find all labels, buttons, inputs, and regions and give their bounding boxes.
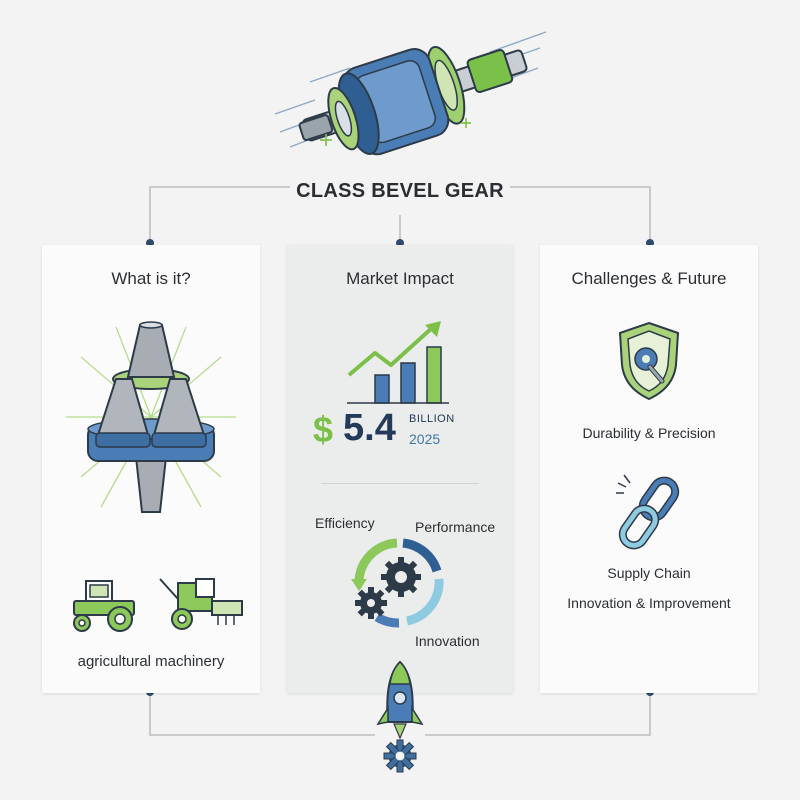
cycle-label-performance: Performance xyxy=(415,519,496,535)
card-title-challenges-future: Challenges & Future xyxy=(571,269,727,288)
value-number: 5.4 xyxy=(343,407,396,449)
shield-wrench-icon xyxy=(618,321,680,401)
tractor-icon xyxy=(73,580,135,632)
cycle-label-innovation: Innovation xyxy=(415,633,480,649)
agricultural-machinery-caption: agricultural machinery xyxy=(77,653,225,670)
section-divider xyxy=(321,483,479,484)
rocket-gear-icon xyxy=(376,660,424,773)
page-title: CLASS BEVEL GEAR xyxy=(296,180,504,202)
durability-precision-label: Durability & Precision xyxy=(582,425,716,441)
bevel-gear-cluster-icon xyxy=(66,321,236,513)
bevel-gear-assembly-icon xyxy=(274,31,547,156)
market-value: $ 5.4 BILLION 2025 xyxy=(313,405,493,455)
supply-chain-label: Supply Chain xyxy=(607,565,691,581)
cycle-label-efficiency: Efficiency xyxy=(315,515,375,531)
currency-symbol: $ xyxy=(313,409,334,450)
card-challenges-future: Challenges & Future Durability & Precisi… xyxy=(540,245,758,693)
value-year: 2025 xyxy=(409,431,441,447)
growth-chart-icon xyxy=(347,321,449,404)
combine-harvester-icon xyxy=(159,578,243,630)
broken-chain-icon xyxy=(616,474,680,550)
gear-cycle-icon xyxy=(351,538,444,628)
card-title-market-impact: Market Impact xyxy=(346,269,454,288)
card-market-impact: Market Impact $ 5.4 BILLION 2025 Efficie… xyxy=(287,245,513,693)
innovation-improvement-label: Innovation & Improvement xyxy=(567,595,731,611)
card-what-is-it: What is it? xyxy=(42,245,260,693)
card-title-what-is-it: What is it? xyxy=(111,269,191,288)
value-unit: BILLION xyxy=(409,413,455,425)
